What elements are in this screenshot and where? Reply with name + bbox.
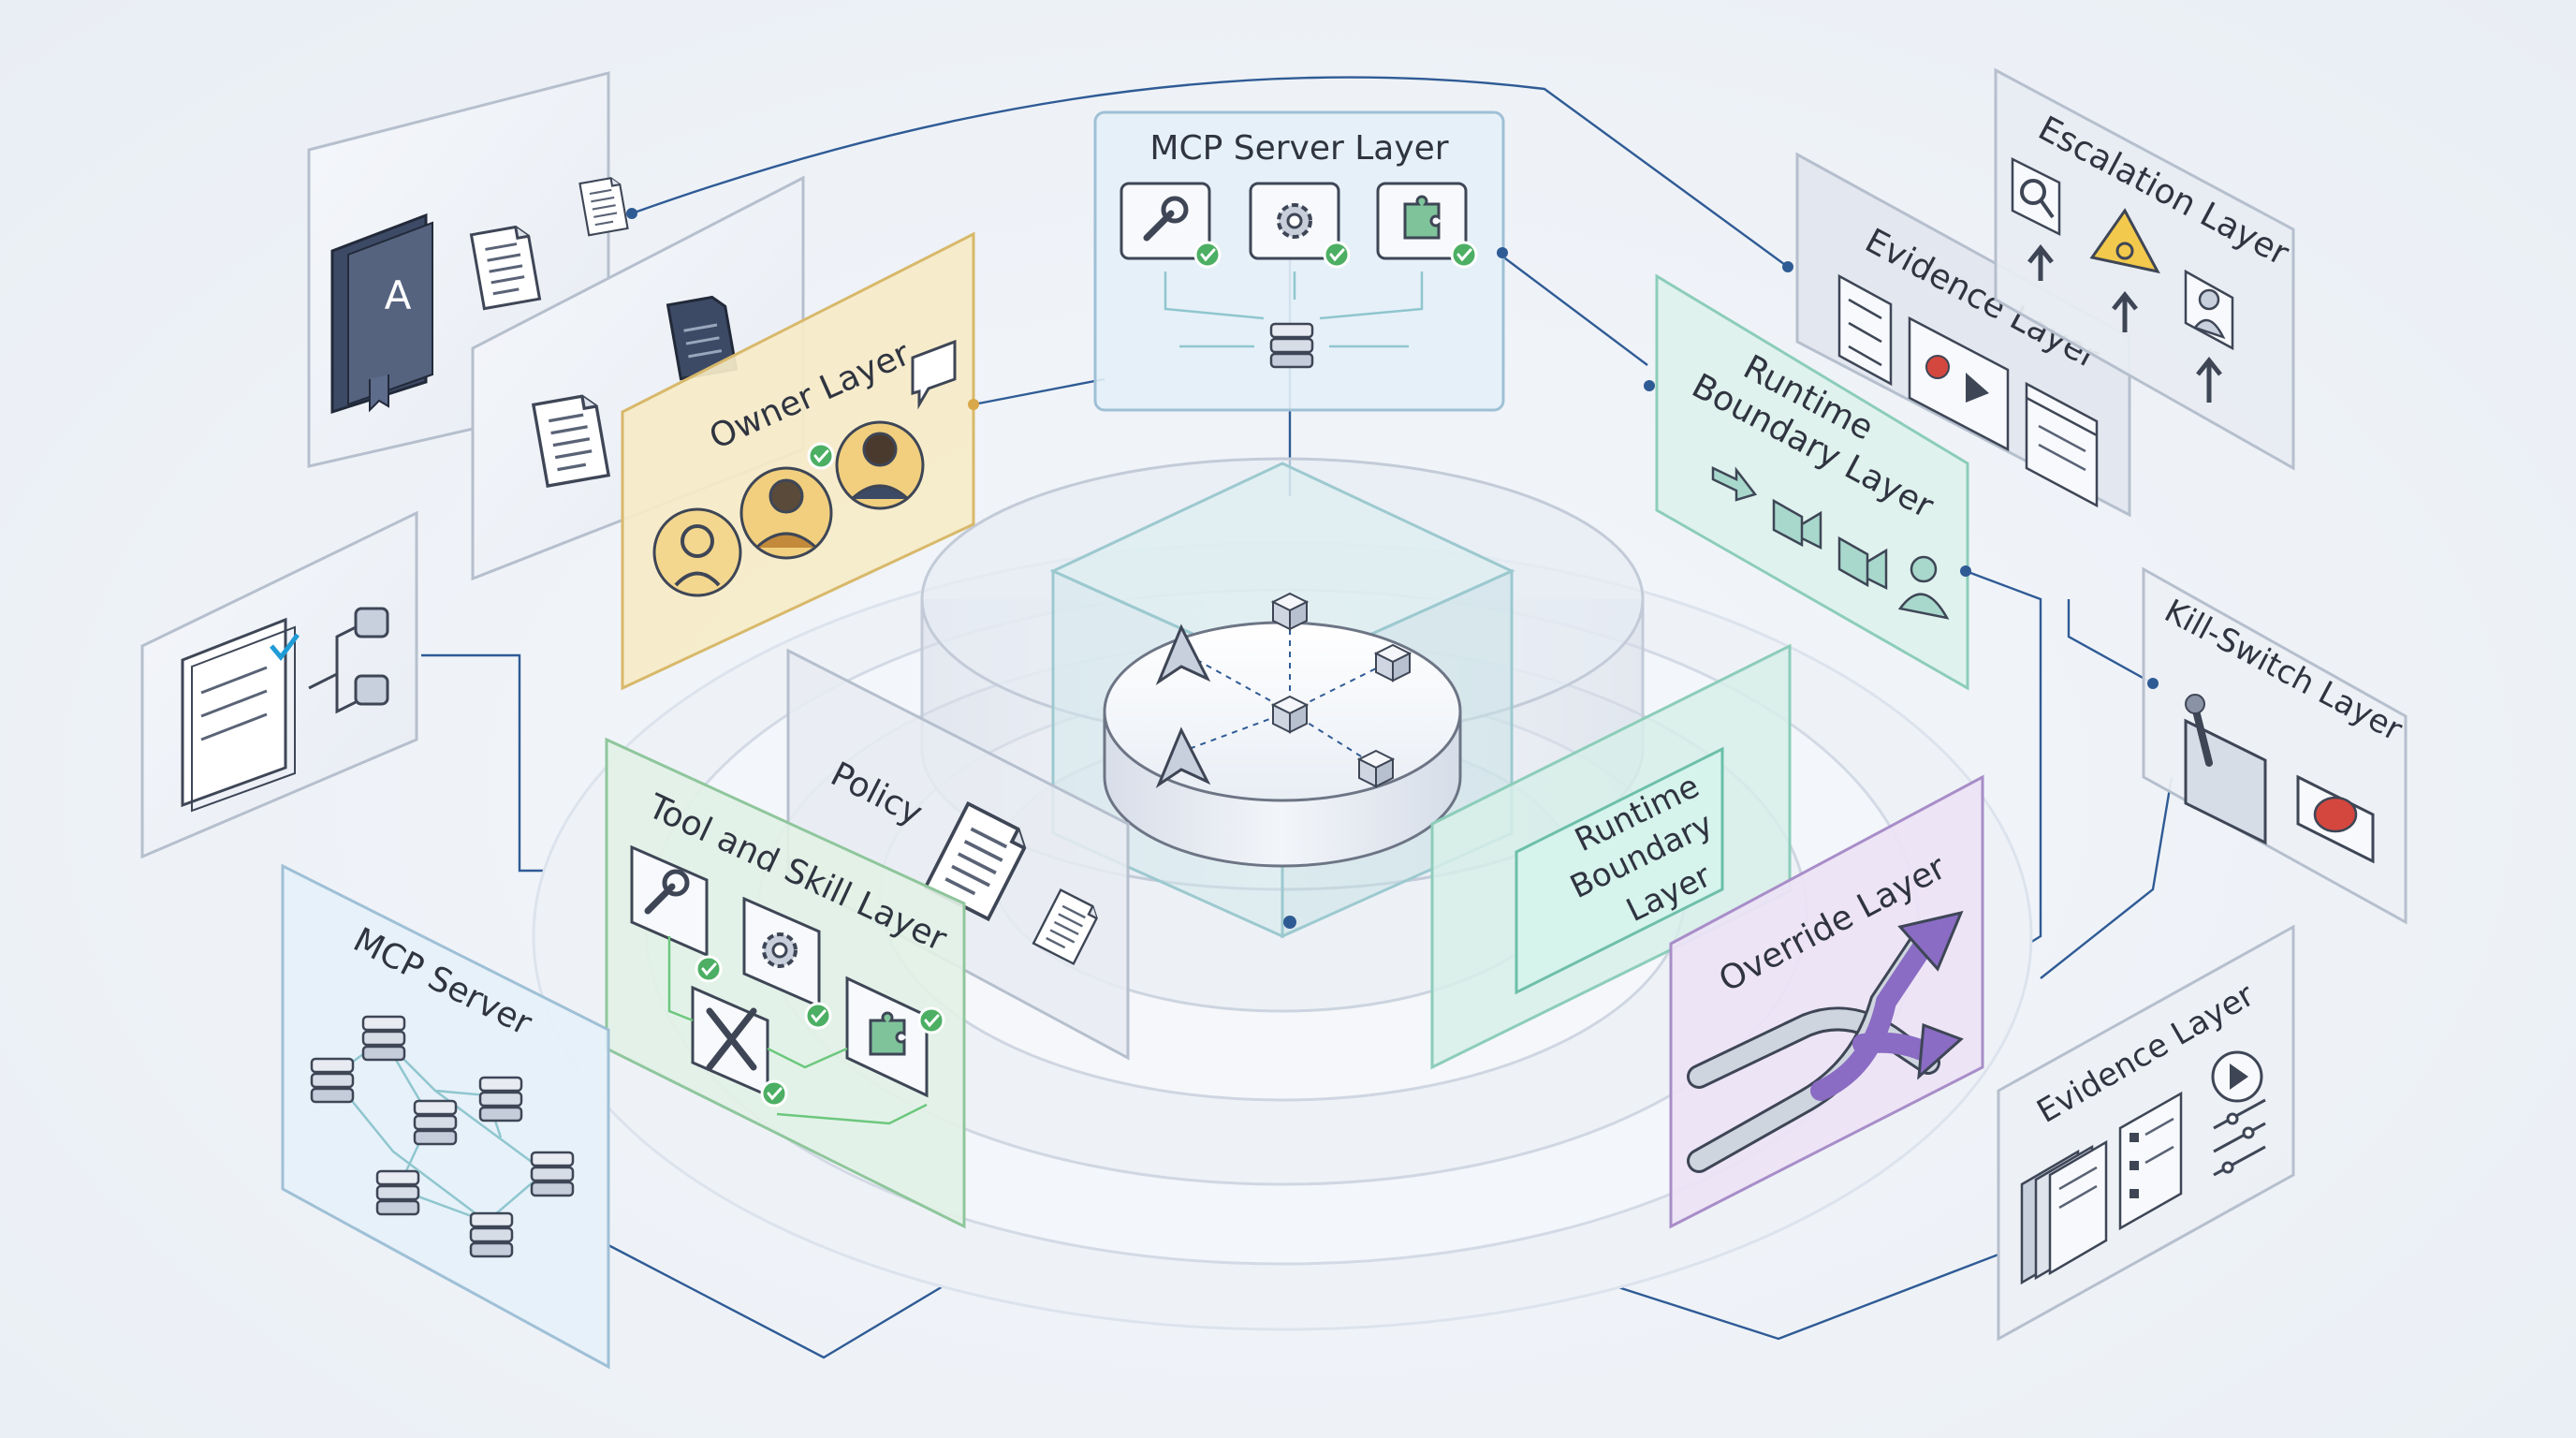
browser-window-icon: [2025, 381, 2099, 508]
stop-button-icon: [2296, 774, 2375, 864]
puzzle-icon: [869, 1011, 906, 1056]
video-player-icon: [1908, 315, 2010, 452]
puzzle-icon: [1403, 195, 1441, 240]
document-icon: [532, 392, 610, 488]
merge-arrows-icon: [1687, 910, 1964, 1173]
document-icon: [578, 175, 629, 237]
warning-icon: [2089, 208, 2160, 274]
checklist-icon: [2118, 1091, 2183, 1231]
panel-mcp-server-layer: MCP Server Layer: [1093, 110, 1505, 412]
panel-policy: Policy: [786, 648, 1130, 1061]
svg-text:A: A: [385, 272, 412, 318]
server-icon: [1269, 322, 1314, 369]
speech-bubble-icon: [911, 339, 957, 410]
server-icon: [361, 1015, 406, 1062]
video-icon: [1772, 498, 1822, 550]
person-icon: [1897, 555, 1950, 620]
checklist-icon: [181, 617, 300, 813]
arrow-right-icon: [1711, 466, 1758, 502]
panel-evidence-layer-bottom: Evidence Layer: [1997, 924, 2295, 1342]
document-stack-icon: [2020, 1139, 2108, 1285]
document-icon: [666, 295, 739, 381]
panel-kill-switch-layer: Kill-Switch Layer: [2142, 566, 2408, 925]
mcp-server-layer-title: MCP Server Layer: [1149, 129, 1448, 168]
panel-workflow: [140, 510, 418, 859]
server-icon: [310, 1057, 355, 1104]
server-icon: [375, 1169, 420, 1216]
book-icon: A: [330, 213, 433, 415]
tools-icon: [706, 1007, 757, 1071]
panel-owner-layer: Owner Layer: [621, 231, 975, 691]
document-icon: [470, 223, 541, 311]
server-icon: [413, 1099, 458, 1146]
panel-runtime-boundary-layer-inner: Runtime Boundary Layer: [1430, 643, 1792, 1070]
panel-runtime-boundary-layer-top: Runtime Boundary Layer: [1655, 273, 1969, 691]
play-icon: [2211, 1050, 2263, 1103]
person-icon: [2184, 269, 2234, 351]
search-icon: [2011, 156, 2061, 237]
video-icon: [1837, 536, 1888, 591]
server-icon: [478, 1076, 523, 1123]
server-icon: [469, 1211, 514, 1258]
gear-icon: [1277, 203, 1312, 239]
lever-switch-icon: [2184, 694, 2267, 845]
core-network: [1155, 593, 1411, 788]
person-icon: [739, 466, 833, 560]
checklist-icon: [1837, 273, 1893, 387]
person-icon: [652, 507, 742, 597]
connector-dots: [626, 208, 2159, 929]
server-icon: [530, 1151, 575, 1197]
gear-icon: [762, 932, 798, 968]
sliders-icon: [2213, 1098, 2266, 1177]
person-icon: [835, 420, 925, 510]
